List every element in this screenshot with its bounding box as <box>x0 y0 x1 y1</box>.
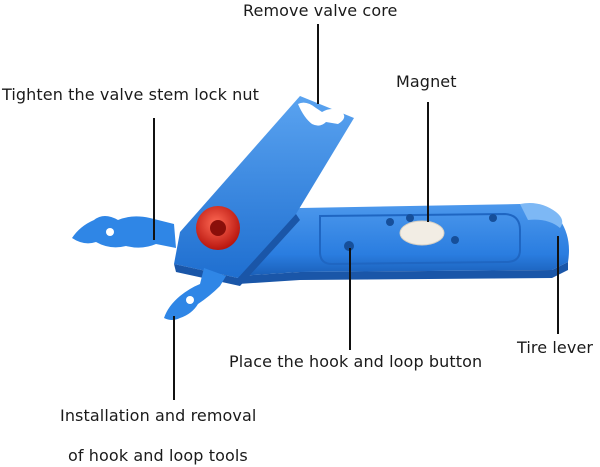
hook-notch <box>106 228 114 236</box>
leader-lines <box>153 24 559 400</box>
label-remove-valve-core: Remove valve core <box>243 1 398 20</box>
hook-tool-lower <box>164 268 226 320</box>
hook-notch <box>186 296 194 304</box>
label-tire-lever: Tire lever <box>517 338 594 357</box>
tire-lever-edge <box>238 262 568 284</box>
lever-recess <box>319 212 521 266</box>
label-install-remove-line2: of hook and loop tools <box>68 446 248 465</box>
lever-hole <box>451 236 459 244</box>
valve-core-slot <box>298 102 345 126</box>
magnet <box>399 220 445 246</box>
lever-hole <box>344 241 354 251</box>
label-install-remove-line1: Installation and removal <box>60 406 257 425</box>
label-place-hook-loop-button: Place the hook and loop button <box>229 352 483 371</box>
red-screw-socket <box>210 220 226 236</box>
hook-tool-upper <box>72 216 176 248</box>
lever-hole <box>406 214 414 222</box>
label-magnet: Magnet <box>396 72 457 91</box>
label-tighten-lock-nut: Tighten the valve stem lock nut <box>2 85 259 104</box>
lever-hole <box>386 218 394 226</box>
tire-lever-tip <box>520 203 563 228</box>
lever-hole <box>489 214 497 222</box>
